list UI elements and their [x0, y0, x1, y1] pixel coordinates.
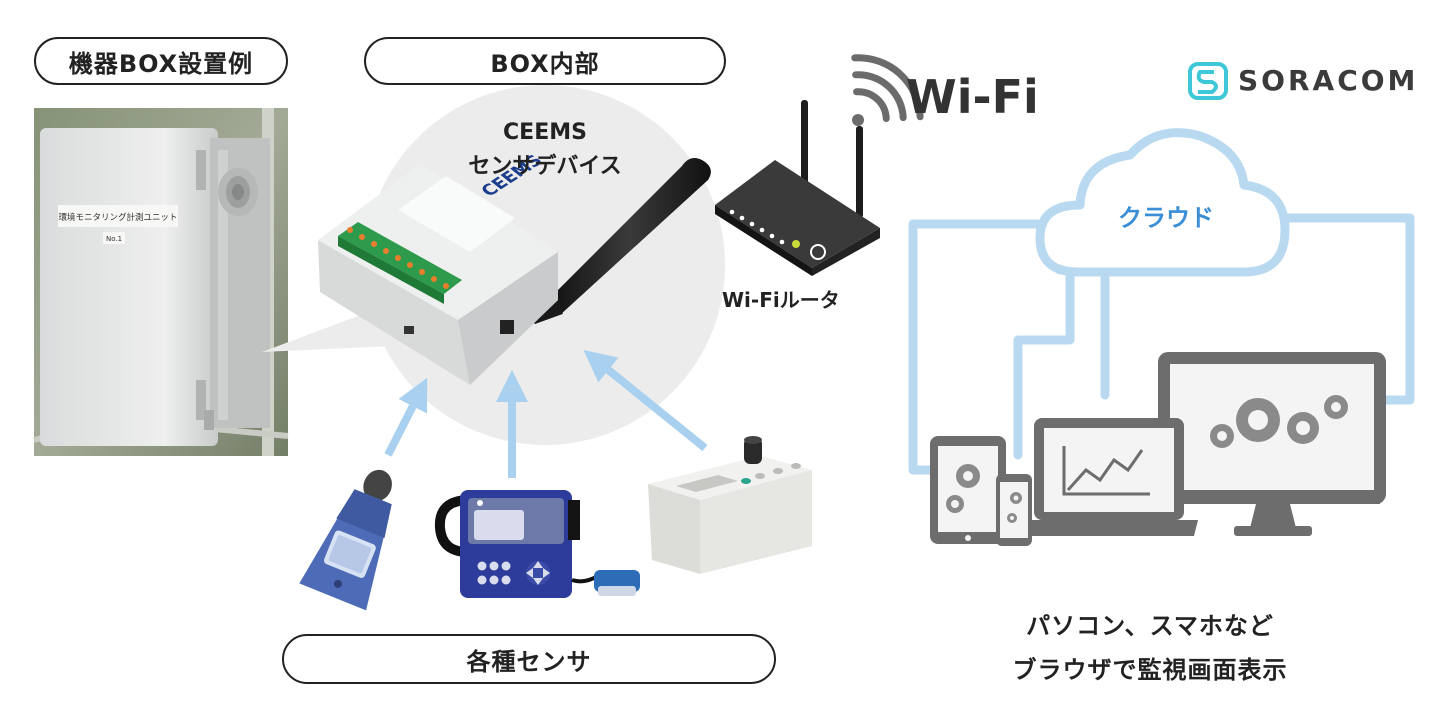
device-title-line2: センサデバイス	[468, 154, 622, 179]
box-inside-label: BOX内部	[364, 37, 726, 85]
sensor-arrows	[384, 349, 708, 478]
desktop-monitor	[1158, 352, 1386, 536]
arrow-dust	[583, 349, 708, 452]
soracom-brand: SORACOM	[1238, 64, 1418, 97]
box-example-label: 機器BOX設置例	[34, 37, 288, 85]
client-caption-line2: ブラウザで監視画面表示	[1012, 656, 1288, 684]
box-sticker-text: 環境モニタリング計測ユニット	[58, 212, 177, 223]
client-caption: パソコン、スマホなど ブラウザで監視画面表示	[940, 604, 1360, 692]
terminal-screws	[347, 227, 449, 289]
gas-sensor-buttons	[477, 561, 511, 585]
soracom-logo-icon	[1188, 62, 1228, 100]
box-inside-text: BOX内部	[490, 49, 600, 78]
client-caption-line1: パソコン、スマホなど	[1026, 612, 1274, 640]
arrow-sound	[384, 377, 428, 457]
cloud-label-text: クラウド	[1118, 204, 1214, 232]
cloud-icon	[1035, 128, 1290, 277]
router-label-text: Wi-Fiルータ	[722, 288, 840, 312]
box-example-text: 機器BOX設置例	[68, 49, 254, 78]
device-title: CEEMS センサデバイス	[420, 116, 670, 184]
laptop-line-graph	[1066, 449, 1144, 492]
smartphone	[996, 474, 1032, 546]
sound-level-meter	[299, 469, 392, 611]
device-title-line1: CEEMS	[503, 120, 587, 145]
soracom-brand-text: SORACOM	[1238, 64, 1419, 97]
box-photo: 環境モニタリング計測ユニット No.1	[33, 108, 289, 456]
ceems-device: CEEMS	[318, 152, 711, 385]
tablet	[930, 436, 1006, 544]
laptop	[1020, 418, 1198, 536]
dust-meter	[648, 436, 812, 574]
wifi-title: Wi-Fi	[906, 70, 1039, 124]
monitor-gear-icons	[1210, 395, 1348, 448]
sensors-text: 各種センサ	[466, 647, 592, 676]
sensors-label: 各種センサ	[282, 634, 776, 684]
router-leds	[729, 209, 785, 245]
wifi-title-text: Wi-Fi	[906, 70, 1039, 124]
client-devices	[930, 352, 1386, 546]
wifi-signal-icon	[851, 54, 924, 126]
gas-sensor-unit	[434, 490, 640, 598]
wifi-router	[715, 100, 880, 276]
cloud-label: クラウド	[1060, 198, 1272, 233]
box-sticker-number: No.1	[106, 235, 122, 243]
router-label: Wi-Fiルータ	[722, 284, 872, 313]
